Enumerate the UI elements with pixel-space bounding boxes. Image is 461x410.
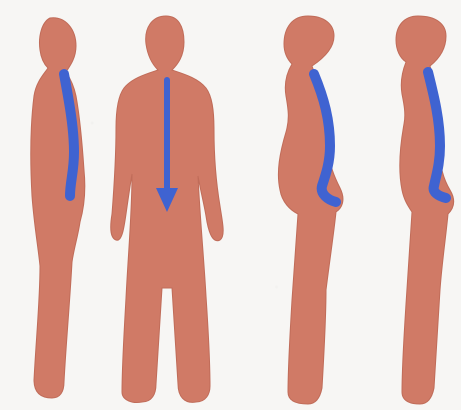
figure-1-side-view bbox=[31, 18, 85, 398]
figure-1-body bbox=[31, 18, 85, 398]
figure-4-side-view bbox=[396, 16, 454, 404]
figure-2-back-view bbox=[111, 16, 223, 403]
figure-3-side-view bbox=[278, 16, 343, 404]
